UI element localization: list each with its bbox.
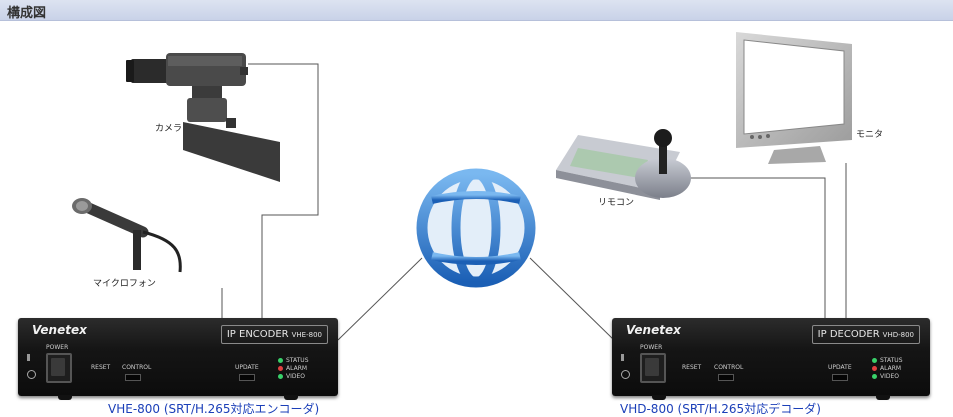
- encoder-video-led: [278, 374, 283, 379]
- remote-label: リモコン: [598, 198, 635, 208]
- decoder-control-label: CONTROL: [714, 364, 744, 371]
- remote-controller-icon: [556, 129, 691, 200]
- encoder-brand-logo: Venetex: [32, 323, 87, 337]
- decoder-status-label: STATUS: [880, 357, 903, 364]
- remote-to-decoder-line: [690, 177, 826, 320]
- encoder-alarm-led: [278, 366, 283, 371]
- decoder-jack: [621, 370, 630, 379]
- encoder-foot-left: [58, 395, 72, 400]
- page-title: 構成図: [7, 6, 47, 21]
- encoder-power-label: POWER: [46, 344, 69, 351]
- decoder-foot-left: [652, 395, 666, 400]
- encoder-update-label: UPDATE: [235, 364, 259, 371]
- camera-label: カメラ: [155, 124, 183, 134]
- decoder-brand-logo: Venetex: [626, 323, 681, 337]
- decoder-status-led: [872, 358, 877, 363]
- decoder-reset-label: RESET: [682, 364, 702, 371]
- encoder-power-switch[interactable]: [46, 353, 72, 383]
- decoder-update-label: UPDATE: [828, 364, 852, 371]
- encoder-to-network-line: [337, 257, 423, 341]
- encoder-caption: VHE-800 (SRT/H.265対応エンコーダ): [108, 402, 320, 416]
- decoder-video-label: VIDEO: [880, 373, 900, 380]
- decoder-control-port: [718, 374, 734, 381]
- encoder-power-indicator: [27, 354, 30, 361]
- encoder-status-led: [278, 358, 283, 363]
- camera-icon: [126, 53, 280, 182]
- encoder-alarm-label: ALARM: [286, 365, 308, 372]
- encoder-model-sub: VHE-800: [291, 331, 322, 339]
- network-to-decoder-line: [529, 257, 615, 341]
- monitor-icon: [736, 32, 852, 164]
- decoder-power-label: POWER: [640, 344, 663, 351]
- decoder-model-sub: VHD-800: [882, 331, 914, 339]
- encoder-status-label: STATUS: [286, 357, 309, 364]
- encoder-jack: [27, 370, 36, 379]
- microphone-icon: [72, 198, 182, 273]
- microphone-label: マイクロフォン: [93, 279, 156, 289]
- encoder-update-port: [239, 374, 255, 381]
- decoder-video-led: [872, 374, 877, 379]
- connection-lines: [221, 63, 847, 341]
- network-globe-icon: [416, 168, 536, 288]
- decoder-model-main: IP DECODER: [817, 329, 880, 340]
- decoder-foot-right: [876, 395, 890, 400]
- encoder-control-label: CONTROL: [122, 364, 152, 371]
- camera-to-encoder-line: [248, 63, 319, 318]
- decoder-alarm-label: ALARM: [880, 365, 902, 372]
- header-bar: 構成図: [0, 0, 953, 21]
- encoder-model-main: IP ENCODER: [226, 329, 289, 340]
- decoder-power-indicator: [621, 354, 624, 361]
- decoder-caption: VHD-800 (SRT/H.265対応デコーダ): [620, 402, 821, 416]
- encoder-foot-right: [284, 395, 298, 400]
- encoder-control-port: [125, 374, 141, 381]
- decoder-alarm-led: [872, 366, 877, 371]
- decoder-power-switch[interactable]: [640, 353, 666, 383]
- encoder-video-label: VIDEO: [286, 373, 306, 380]
- encoder-reset-label: RESET: [91, 364, 111, 371]
- monitor-label: モニタ: [856, 130, 884, 140]
- decoder-update-port: [832, 374, 848, 381]
